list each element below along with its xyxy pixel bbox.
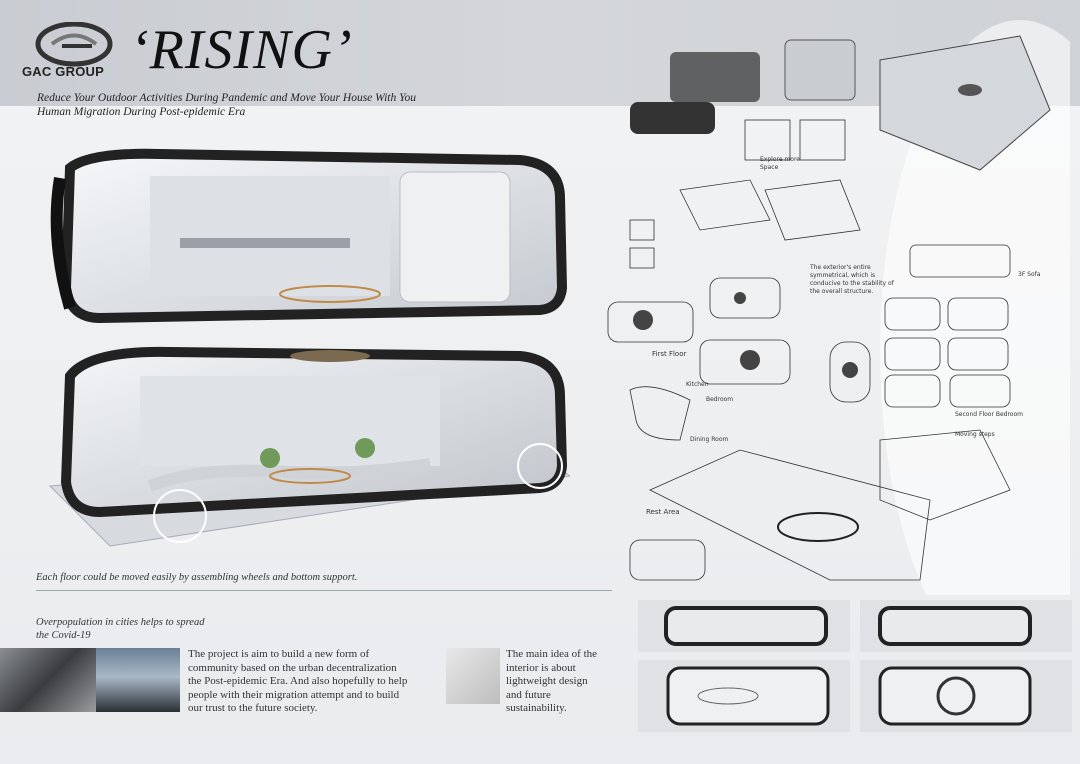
label-moving-steps: Moving steps xyxy=(955,431,995,438)
label-dining: Dining Room xyxy=(690,436,729,443)
view-top-left xyxy=(638,660,850,732)
view-top-right xyxy=(860,660,1072,732)
chair-photo xyxy=(446,648,500,704)
project-paragraph: The project is aim to build a new form o… xyxy=(188,648,408,714)
label-first-floor: First Floor xyxy=(652,350,687,358)
label-third: 3F Sofa xyxy=(1018,271,1041,278)
side-note: Overpopulation in cities helps to spread… xyxy=(36,617,205,641)
label-rest-area: Rest Area xyxy=(646,508,680,516)
sketch-board xyxy=(607,20,1070,595)
module-render-top xyxy=(50,148,568,324)
label-second-floor: Second Floor Bedroom xyxy=(955,411,1023,418)
city-photo xyxy=(96,648,180,712)
subtitle-1: Reduce Your Outdoor Activities During Pa… xyxy=(37,92,416,104)
module-render-bottom xyxy=(48,346,570,547)
label-kitchen: Kitchen xyxy=(686,381,709,388)
gac-logo-icon xyxy=(35,22,113,67)
subtitle-2: Human Migration During Post-epidemic Era xyxy=(37,106,246,118)
page-title: ‘RISING’ xyxy=(130,19,353,81)
label-bedroom: Bedroom xyxy=(706,396,734,403)
divider xyxy=(36,590,612,591)
label-structure: The exterior's entire symmetrical, which… xyxy=(810,264,894,295)
interior-paragraph: The main idea of the interior is about l… xyxy=(506,648,598,714)
view-side-right xyxy=(860,600,1072,652)
label-explore: Explore more Space xyxy=(760,156,800,171)
logo-text: GAC GROUP xyxy=(22,64,104,79)
view-side-left xyxy=(638,600,850,652)
crowd-photo xyxy=(0,648,96,712)
render-caption: Each floor could be moved easily by asse… xyxy=(36,572,358,583)
